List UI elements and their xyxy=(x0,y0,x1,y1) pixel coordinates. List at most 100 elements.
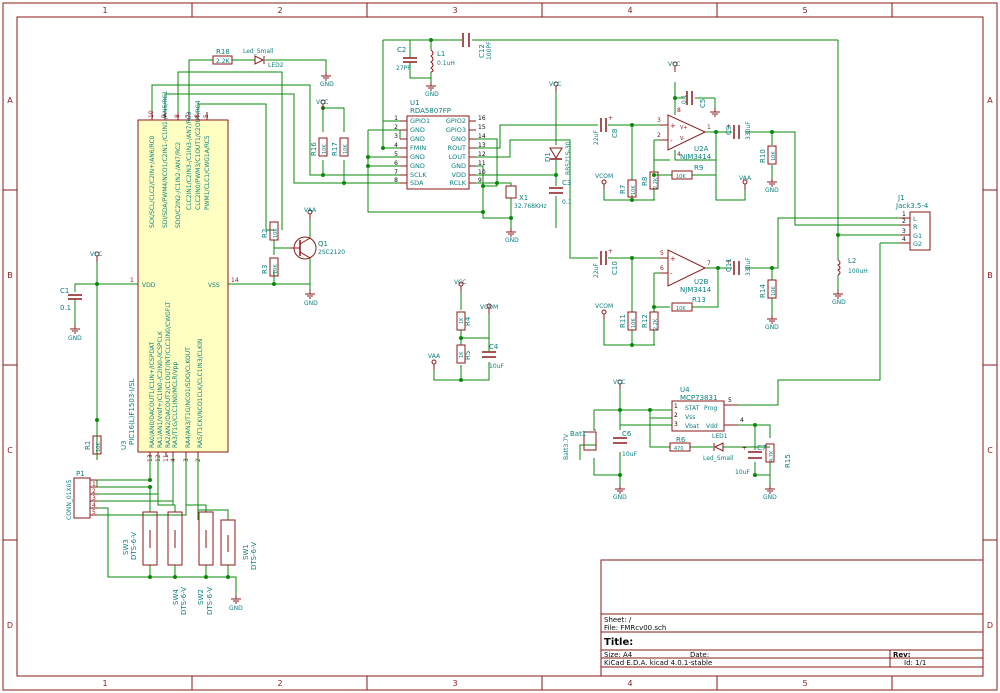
sw1-ref: SW1 xyxy=(242,544,250,560)
vcc-symbol: VCC xyxy=(316,99,328,111)
r7-value: 10K xyxy=(631,185,637,195)
led-led1[interactable]: LED1 Led_Small xyxy=(703,433,734,462)
opamp-u2b[interactable]: + - 5 6 7 U2B NJM3414 xyxy=(660,249,712,294)
vcc-symbol: VCC xyxy=(668,61,680,73)
u1-pin-num: 4 xyxy=(394,142,398,149)
tool-label: KiCad E.D.A. kicad 4.0.1-stable xyxy=(604,659,712,667)
resistor-r3[interactable]: R3 10K xyxy=(261,257,279,277)
gnd-label: GND xyxy=(505,237,519,244)
u2a-vm: V- xyxy=(680,136,685,142)
mcu-ref: U3 xyxy=(120,440,128,450)
resistor-r7[interactable]: R7 10K xyxy=(619,179,637,198)
u2a-pin: 8 xyxy=(677,107,681,114)
u4-pin-name: Vss xyxy=(685,414,695,421)
vcc-label: VCC xyxy=(549,81,561,88)
switch-sw3[interactable]: SW3 DTS-6-V xyxy=(122,511,158,566)
u1-pin-num: 13 xyxy=(478,142,486,149)
resistor-r18[interactable]: R18 2.2K xyxy=(212,48,233,65)
resistor-r11[interactable]: R11 10K xyxy=(619,311,637,331)
resistor-r15[interactable]: R15 4.7K xyxy=(765,443,792,468)
vcc-label: VCC xyxy=(613,379,625,386)
vcc-label: VCC xyxy=(668,61,680,68)
resistor-r10[interactable]: R10 10K GND xyxy=(759,145,779,194)
u1-pin-num: 5 xyxy=(394,151,398,158)
mcu-u3[interactable]: SCK/SCL/CLC2/C2IN+/AN6/RC0 SDI/SDA/PWM4/… xyxy=(120,90,239,462)
u1-value: RDA5807FP xyxy=(410,107,451,115)
u1-pin-num: 3 xyxy=(394,133,398,140)
gnd-label: GND xyxy=(425,91,439,98)
p1-ref: P1 xyxy=(76,470,85,478)
l2-value: 100uH xyxy=(848,268,868,275)
u1-pin-num: 10 xyxy=(478,169,486,176)
j1-pin-name: G1 xyxy=(913,232,922,240)
mcu-pin-name: RA1/AN1/Vref+/C1IN0-/C2IN0-/ICSPCLK xyxy=(157,330,164,448)
capacitor-c10[interactable]: + 22uF C10 xyxy=(593,248,619,278)
mcu-pin-num: 4 xyxy=(170,458,177,462)
jack-j1[interactable]: L R G1 G2 1 2 3 4 J1 Jack3.5-4 xyxy=(895,194,931,251)
u2b-value: NJM3414 xyxy=(680,286,712,294)
q1-ref: Q1 xyxy=(318,240,328,248)
radio-ic-u1[interactable]: GPIO1 GND GND FMIN GND GND SCLK SDA GPIO… xyxy=(394,99,486,190)
resistor-r9[interactable]: R9 10K xyxy=(671,164,703,180)
sw4-ref: SW4 xyxy=(172,589,180,605)
c12-value: 100PF xyxy=(486,41,493,60)
r3-ref: R3 xyxy=(261,265,269,274)
col-label: 5 xyxy=(802,679,807,688)
file-label: File: FMRcv00.sch xyxy=(604,624,666,632)
mcu-pin-name: SCK/SCL/CLC2/C2IN+/AN6/RC0 xyxy=(149,135,156,228)
opamp-u2a[interactable]: + - V+ V- 3 2 1 8 4 U2A NJM3414 xyxy=(657,107,712,161)
inductor-l1[interactable]: L1 0.1uH GND xyxy=(425,49,455,98)
resistor-r8[interactable]: R8 2.2K xyxy=(641,171,659,190)
diode-d1[interactable]: D1 RB521S-30 xyxy=(544,141,572,175)
resistor-r5[interactable]: R5 1K xyxy=(456,344,472,364)
vcom-symbol: VCOM xyxy=(480,303,498,315)
switch-sw2[interactable]: SW2 DTS-6-V xyxy=(197,511,214,615)
inductor-l2[interactable]: L2 100uH GND xyxy=(832,257,868,306)
resistor-r14[interactable]: R14 10K GND xyxy=(759,279,779,331)
vcc-label: VCC xyxy=(316,99,328,106)
capacitor-c8[interactable]: + 22uF C8 xyxy=(593,115,619,145)
capacitor-c1[interactable]: C1 0.1 GND xyxy=(60,287,82,342)
capacitor-c2[interactable]: C2 27PF xyxy=(396,46,417,72)
capacitor-c3[interactable]: C3 0.1 xyxy=(549,179,572,206)
resistor-r17[interactable]: R17 10K xyxy=(331,137,349,157)
resistor-r2[interactable]: R2 10K xyxy=(261,221,279,241)
switch-sw4[interactable]: SW4 DTS-6-V xyxy=(167,511,188,615)
mcu-pin-name: RA2/AN2/DACOUT2/C1OUT/INT/CLC1IN0/CWGFLT xyxy=(165,301,172,448)
charger-u4[interactable]: STAT Vss Vbat Prog Vdd 1 2 3 4 5 U4 MCP7… xyxy=(671,386,744,432)
mcu-vdd-label: VDD xyxy=(142,282,156,289)
r9-ref: R9 xyxy=(694,164,703,172)
transistor-q1[interactable]: Q1 2SC2120 xyxy=(290,236,345,260)
connector-p1[interactable]: 1 2 3 4 5 P1 CONN_01X05 xyxy=(66,470,97,520)
mcu-pin-name: SDI/SDA/PWM4/NCO1/C2IN1-/C1IN1-/AN5/RC1 xyxy=(162,90,169,228)
j1-pin-num: 4 xyxy=(902,236,906,243)
u1-pin-name: GND xyxy=(410,126,425,134)
capacitor-c7[interactable]: + C7 10uF xyxy=(735,444,766,476)
c10-plus: + xyxy=(608,248,613,255)
resistor-r12[interactable]: R12 2.2K xyxy=(641,311,659,331)
col-label: 2 xyxy=(277,679,282,688)
battery-bat1[interactable]: Bat1 Batt3.7V xyxy=(563,430,597,460)
capacitor-c11[interactable]: + C11 330uF xyxy=(725,257,752,276)
led-led2[interactable]: Led_Small LED2 GND xyxy=(243,48,334,88)
u1-pin-name: LOUT xyxy=(449,153,466,161)
p1-pin: 5 xyxy=(92,509,96,516)
u2b-pin: 6 xyxy=(660,265,664,272)
switch-sw1[interactable]: SW1 DTS-6-V xyxy=(220,519,258,570)
capacitor-c4[interactable]: C4 10uF xyxy=(482,338,504,370)
capacitor-c9[interactable]: + C9 330uF xyxy=(725,121,752,140)
capacitor-c12[interactable]: C12 100PF xyxy=(462,33,493,60)
crystal-x1[interactable]: X1 32.768KHz GND xyxy=(505,185,547,244)
resistor-r1[interactable]: R1 10K xyxy=(84,435,102,455)
capacitor-c5[interactable]: 0.1 C5 xyxy=(681,91,721,117)
vcc-symbol: VCC xyxy=(454,279,466,293)
resistor-r6[interactable]: R6 470 xyxy=(669,436,691,452)
vcom-symbol: VCOM xyxy=(595,173,613,191)
row-label: B xyxy=(7,271,13,280)
gnd-label: GND xyxy=(832,299,846,306)
led1-ref: LED1 xyxy=(712,433,728,440)
resistor-r4[interactable]: R4 1K xyxy=(456,311,472,331)
resistor-r13[interactable]: R13 10K xyxy=(671,296,706,312)
resistor-r16[interactable]: R16 10K xyxy=(310,137,328,157)
capacitor-c6[interactable]: C6 10uF xyxy=(613,430,637,458)
